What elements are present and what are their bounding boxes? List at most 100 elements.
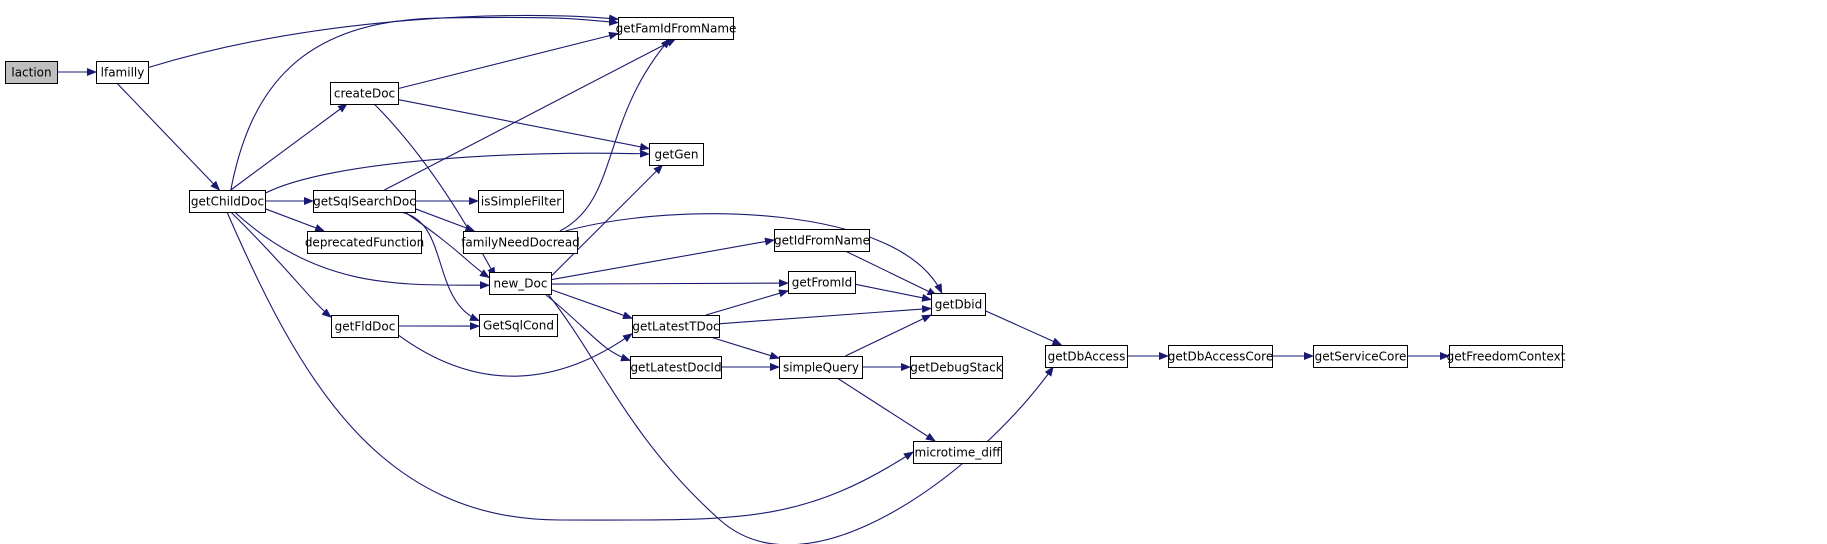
- edge-path: [226, 211, 914, 521]
- node-label: getSqlSearchDoc: [313, 195, 416, 209]
- node-getDebugStack[interactable]: getDebugStack: [910, 356, 1003, 379]
- node-box[interactable]: [1045, 345, 1128, 368]
- node-getGen[interactable]: getGen: [649, 143, 704, 166]
- node-getFldDoc[interactable]: getFldDoc: [331, 315, 399, 338]
- edge-getChildDoc-to-new_Doc: [234, 211, 490, 290]
- node-label: getDbid: [935, 298, 983, 312]
- node-getSqlSearchDoc[interactable]: getSqlSearchDoc: [313, 190, 416, 213]
- edge-path: [147, 14, 619, 69]
- node-box[interactable]: [5, 61, 58, 84]
- edge-createDoc-to-new_Doc: [373, 103, 496, 278]
- edge-path: [230, 103, 348, 191]
- node-getLatestTDoc[interactable]: getLatestTDoc: [632, 315, 720, 338]
- node-box[interactable]: [331, 315, 399, 338]
- node-label: getServiceCore: [1315, 350, 1407, 364]
- node-getFromId[interactable]: getFromId: [788, 271, 856, 294]
- edge-new_Doc-to-getLatestDocId: [544, 293, 631, 362]
- node-createDoc[interactable]: createDoc: [330, 82, 399, 105]
- node-getFamIdFromName[interactable]: getFamIdFromName: [616, 17, 737, 40]
- edge-path: [264, 208, 326, 232]
- node-box[interactable]: [618, 17, 734, 40]
- node-label: getLatestDocId: [630, 361, 721, 375]
- edge-path: [234, 211, 490, 290]
- node-box[interactable]: [931, 293, 986, 316]
- node-lfamilly[interactable]: lfamilly: [96, 61, 149, 84]
- node-box[interactable]: [632, 315, 720, 338]
- edge-getIdFromName-to-getDbid: [845, 250, 938, 296]
- node-box[interactable]: [649, 143, 704, 166]
- node-laction[interactable]: laction: [5, 61, 58, 84]
- edge-getChildDoc-to-getFamIdFromName: [230, 16, 619, 191]
- node-getIdFromName[interactable]: getIdFromName: [774, 229, 870, 252]
- edge-lfamilly-to-getFamIdFromName: [147, 14, 619, 69]
- node-box[interactable]: [1313, 345, 1408, 368]
- node-label: getDbAccess: [1048, 350, 1126, 364]
- node-box[interactable]: [1449, 345, 1563, 368]
- node-label: getGen: [655, 148, 699, 162]
- node-box[interactable]: [330, 82, 399, 105]
- node-label: microtime_diff: [915, 446, 1002, 460]
- node-box[interactable]: [478, 190, 564, 213]
- node-label: getFldDoc: [335, 320, 396, 334]
- edge-path: [550, 279, 789, 288]
- node-label: laction: [11, 66, 51, 80]
- edge-new_Doc-to-getLatestTDoc: [550, 289, 633, 320]
- node-box[interactable]: [774, 229, 870, 252]
- node-label: createDoc: [334, 87, 395, 101]
- node-box[interactable]: [910, 356, 1003, 379]
- node-getServiceCore[interactable]: getServiceCore: [1313, 345, 1408, 368]
- node-new_Doc[interactable]: new_Doc: [489, 272, 552, 295]
- edge-getDbid-to-getDbAccess: [984, 310, 1063, 346]
- node-GetSqlCond[interactable]: GetSqlCond: [479, 314, 558, 337]
- edge-path: [845, 250, 938, 296]
- node-box[interactable]: [463, 231, 578, 254]
- node-box[interactable]: [307, 231, 422, 254]
- node-box[interactable]: [788, 271, 856, 294]
- edge-new_Doc-to-getDbAccess: [547, 293, 1054, 544]
- node-getChildDoc[interactable]: getChildDoc: [189, 190, 266, 213]
- edge-path: [836, 377, 936, 442]
- edge-path: [399, 211, 480, 322]
- node-label: new_Doc: [494, 277, 548, 291]
- node-box[interactable]: [479, 314, 558, 337]
- node-box[interactable]: [489, 272, 552, 295]
- node-box[interactable]: [913, 441, 1002, 464]
- node-getDbAccess[interactable]: getDbAccess: [1045, 345, 1128, 368]
- node-label: getFamIdFromName: [616, 22, 737, 36]
- edge-lfamilly-to-getChildDoc: [116, 82, 221, 191]
- node-simpleQuery[interactable]: simpleQuery: [779, 356, 863, 379]
- node-box[interactable]: [779, 356, 863, 379]
- edge-path: [397, 333, 633, 377]
- node-box[interactable]: [313, 190, 416, 213]
- edge-getSqlSearchDoc-to-familyNeedDocread: [414, 208, 476, 232]
- edge-getChildDoc-to-microtime_diff: [226, 211, 914, 521]
- edge-getFromId-to-getDbid: [854, 283, 932, 302]
- node-label: getFreedomContext: [1447, 350, 1566, 364]
- node-box[interactable]: [1168, 345, 1273, 368]
- node-box[interactable]: [630, 356, 722, 379]
- node-box[interactable]: [96, 61, 149, 84]
- edge-path: [984, 310, 1063, 346]
- edge-path: [230, 16, 619, 191]
- node-getDbAccessCore[interactable]: getDbAccessCore: [1168, 345, 1273, 368]
- edge-getChildDoc-to-getGen: [264, 149, 650, 194]
- node-isSimpleFilter[interactable]: isSimpleFilter: [478, 190, 564, 213]
- node-getLatestDocId[interactable]: getLatestDocId: [630, 356, 722, 379]
- node-deprecatedFunction[interactable]: deprecatedFunction: [305, 231, 424, 254]
- edge-new_Doc-to-getIdFromName: [550, 237, 775, 281]
- node-box[interactable]: [189, 190, 266, 213]
- edge-createDoc-to-getFamIdFromName: [397, 31, 619, 90]
- edge-getLatestTDoc-to-getFromId: [705, 289, 789, 316]
- node-microtime_diff[interactable]: microtime_diff: [913, 441, 1002, 464]
- edge-getSqlSearchDoc-to-GetSqlCond: [399, 211, 480, 322]
- node-familyNeedDocread[interactable]: familyNeedDocread: [461, 231, 580, 254]
- edge-getChildDoc-to-deprecatedFunction: [264, 208, 326, 232]
- edge-path: [414, 208, 476, 232]
- node-getFreedomContext[interactable]: getFreedomContext: [1447, 345, 1566, 368]
- edge-layer: [57, 14, 1450, 544]
- edge-path: [705, 289, 789, 316]
- node-getDbid[interactable]: getDbid: [931, 293, 986, 316]
- edge-path: [116, 82, 221, 191]
- edge-path: [550, 164, 664, 277]
